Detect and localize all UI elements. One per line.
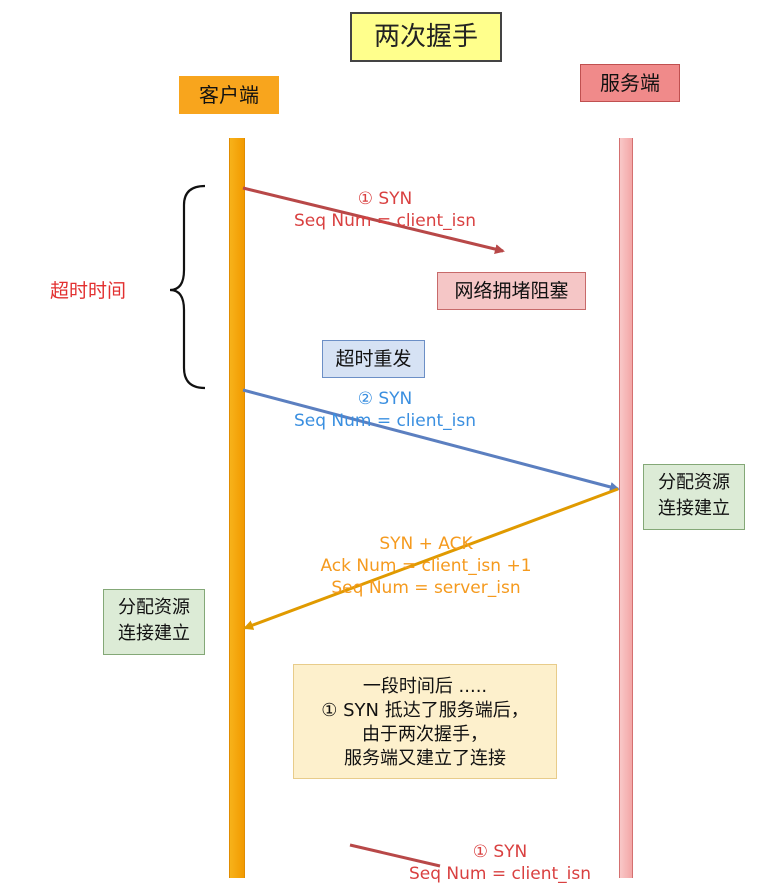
client-timeline xyxy=(229,138,245,878)
server-alloc-line2: 连接建立 xyxy=(658,498,730,519)
syn1-arrow xyxy=(242,186,505,254)
synack-arrow xyxy=(243,487,619,630)
timeout-label: 超时时间 xyxy=(50,280,127,302)
client-alloc-line2: 连接建立 xyxy=(118,623,190,644)
syn1-delayed-arrow xyxy=(349,843,441,868)
congestion-label: 网络拥堵阻塞 xyxy=(437,272,586,310)
synack-line1: SYN + ACK xyxy=(379,534,473,554)
syn2-line2: Seq Num = client_isn xyxy=(293,411,477,431)
synack-line3: Seq Num = server_isn xyxy=(331,578,521,598)
syn1-line1: ① SYN xyxy=(357,189,413,209)
client-alloc-box: 分配资源 连接建立 xyxy=(103,589,205,655)
note-line4: 服务端又建立了连接 xyxy=(344,748,506,769)
retransmit-label: 超时重发 xyxy=(322,340,425,378)
server-label: 服务端 xyxy=(580,64,680,102)
note-line3: 由于两次握手， xyxy=(362,724,488,745)
syn1-delayed-line1: ① SYN xyxy=(472,842,528,862)
synack-message: SYN + ACK Ack Num = client_isn +1 Seq Nu… xyxy=(286,533,566,599)
syn1-delayed-line2: Seq Num = client_isn xyxy=(408,864,592,884)
timeout-brace xyxy=(169,184,206,390)
note-line2: ① SYN 抵达了服务端后， xyxy=(321,700,529,721)
server-alloc-line1: 分配资源 xyxy=(658,472,730,493)
syn2-message: ② SYN Seq Num = client_isn xyxy=(255,388,515,432)
syn2-arrow xyxy=(242,388,620,492)
client-alloc-line1: 分配资源 xyxy=(118,597,190,618)
syn1-delayed-message: ① SYN Seq Num = client_isn xyxy=(380,841,620,885)
client-label: 客户端 xyxy=(179,76,279,114)
synack-line2: Ack Num = client_isn +1 xyxy=(320,556,532,576)
note-line1: 一段时间后 ..... xyxy=(362,676,488,697)
server-timeline xyxy=(619,138,633,878)
syn1-message: ① SYN Seq Num = client_isn xyxy=(255,188,515,232)
syn1-line2: Seq Num = client_isn xyxy=(293,211,477,231)
diagram-title: 两次握手 xyxy=(350,12,502,62)
explanation-note: 一段时间后 ..... ① SYN 抵达了服务端后， 由于两次握手， 服务端又建… xyxy=(293,664,557,779)
server-alloc-box: 分配资源 连接建立 xyxy=(643,464,745,530)
syn2-line1: ② SYN xyxy=(357,389,413,409)
